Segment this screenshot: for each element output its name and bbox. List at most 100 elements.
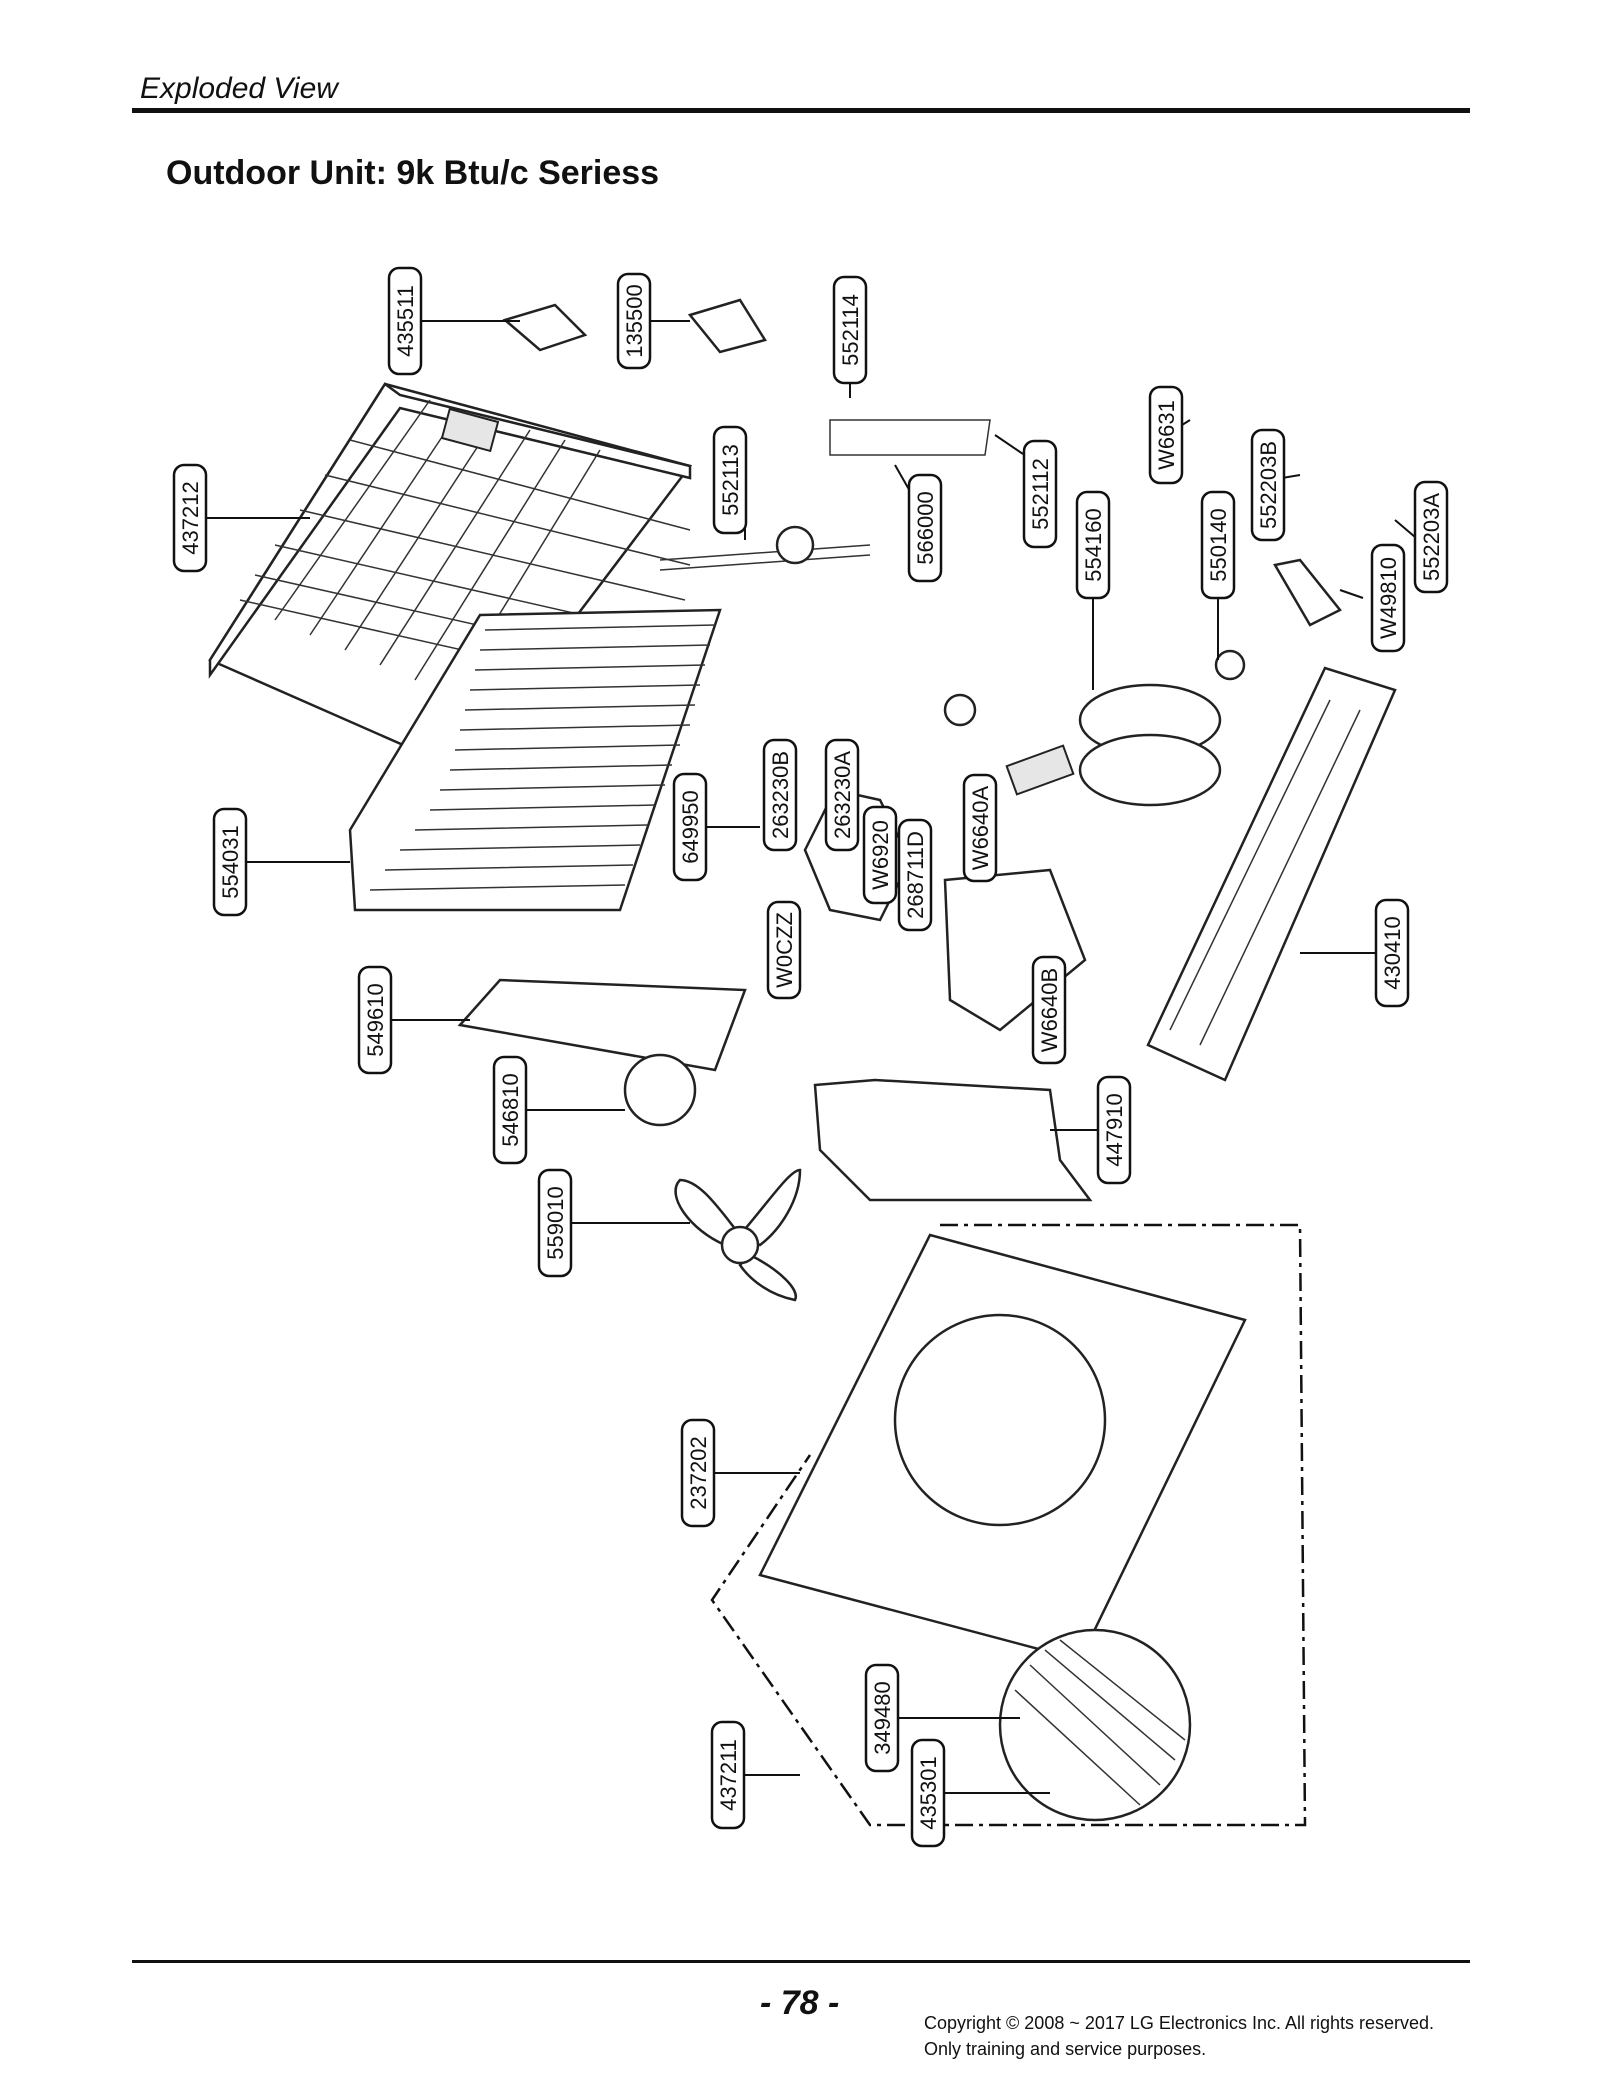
part-label-box	[172, 463, 208, 573]
cabinet-top-panel	[208, 382, 693, 772]
part-label-550140: 550140	[1200, 490, 1236, 600]
part-label-box	[910, 1738, 946, 1848]
parts-artwork	[208, 298, 1397, 1827]
part-label-box	[537, 1168, 573, 1278]
part-label-w49810: W49810	[1370, 543, 1406, 653]
part-label-437212: 437212	[172, 463, 208, 573]
part-label-447910: 447910	[1096, 1075, 1132, 1185]
part-code: 437211	[716, 1739, 741, 1811]
part-code: W6640B	[1037, 968, 1062, 1052]
part-label-box	[762, 738, 798, 852]
part-label-box	[1200, 490, 1236, 600]
copyright-line-1: Copyright © 2008 ~ 2017 LG Electronics I…	[924, 2013, 1435, 2033]
part-label-268711d: 268711D	[897, 818, 933, 932]
part-label-box	[1413, 480, 1449, 594]
part-label-box	[616, 272, 652, 370]
part-code: 268711D	[903, 831, 928, 919]
pipe-assembly	[659, 419, 991, 571]
part-code: 430410	[1380, 916, 1405, 989]
part-label-w0czz: W0CZZ	[766, 900, 802, 1000]
part-label-559010: 559010	[537, 1168, 573, 1278]
part-label-box	[962, 773, 998, 883]
part-label-box	[1075, 490, 1111, 600]
part-code: 263230B	[768, 751, 793, 839]
part-label-237202: 237202	[680, 1418, 716, 1528]
terminal-cover	[687, 298, 767, 354]
part-code: 552203B	[1256, 441, 1281, 529]
part-code: 437212	[178, 481, 203, 554]
part-code: 552113	[718, 444, 743, 516]
part-label-546810: 546810	[492, 1055, 528, 1165]
condenser-coil	[348, 608, 722, 912]
part-code: 435511	[393, 285, 418, 357]
part-code: 447910	[1102, 1093, 1127, 1166]
part-label-552113: 552113	[712, 425, 748, 535]
part-label-box	[212, 807, 248, 917]
valve-bracket	[1273, 558, 1342, 627]
part-label-box	[1096, 1075, 1132, 1185]
part-label-552203a: 552203A	[1413, 480, 1449, 594]
compressor	[943, 649, 1246, 807]
part-code: W49810	[1376, 557, 1401, 639]
part-label-box	[824, 738, 860, 852]
header-rule	[132, 108, 1470, 113]
part-code: 566000	[913, 491, 938, 564]
part-label-w6640b: W6640B	[1031, 955, 1067, 1065]
part-code: 554160	[1081, 508, 1106, 581]
part-label-box	[680, 1418, 716, 1528]
part-code: 263230A	[830, 751, 855, 839]
fan-motor	[623, 1053, 697, 1127]
part-label-435301: 435301	[910, 1738, 946, 1848]
part-label-554031: 554031	[212, 807, 248, 917]
part-label-349480: 349480	[864, 1663, 900, 1773]
part-label-box	[897, 818, 933, 932]
part-code: 435301	[916, 1756, 941, 1829]
part-label-w6631: W6631	[1148, 385, 1184, 485]
motor-mount	[457, 978, 747, 1072]
part-label-430410: 430410	[1374, 898, 1410, 1008]
part-label-263230a: 263230A	[824, 738, 860, 852]
part-label-w6920: W6920	[862, 805, 898, 905]
part-label-552112: 552112	[1022, 439, 1058, 549]
part-code: W0CZZ	[772, 912, 797, 988]
part-code: 349480	[870, 1681, 895, 1754]
footer-rule	[132, 1960, 1470, 1963]
page-title: Outdoor Unit: 9k Btu/c Seriess	[166, 154, 660, 192]
part-code: 559010	[543, 1186, 568, 1259]
copyright-line-2: Only training and service purposes.	[924, 2039, 1207, 2059]
part-code: 549610	[363, 983, 388, 1056]
part-code: 554031	[218, 825, 243, 898]
base-pan	[1146, 666, 1397, 1082]
page-number: - 78 -	[760, 1984, 840, 2022]
fan-grille	[998, 1628, 1192, 1822]
part-label-135500: 135500	[616, 272, 652, 370]
part-label-box	[766, 900, 802, 1000]
part-code: W6631	[1154, 400, 1179, 470]
part-label-263230b: 263230B	[762, 738, 798, 852]
part-code: 546810	[498, 1073, 523, 1146]
part-labels: 435511 135500 552114 552113 566000 552112 W663…	[172, 266, 1449, 1848]
part-code: 135500	[622, 284, 647, 357]
part-label-box	[1370, 543, 1406, 653]
part-label-box	[907, 473, 943, 583]
part-label-566000: 566000	[907, 473, 943, 583]
part-code: 649950	[678, 790, 703, 863]
part-label-box	[357, 965, 393, 1075]
section-title: Exploded View	[140, 72, 338, 105]
part-label-554160: 554160	[1075, 490, 1111, 600]
part-label-box	[1148, 385, 1184, 485]
part-code: W6920	[868, 820, 893, 890]
part-label-box	[1250, 428, 1286, 542]
part-code: 552112	[1028, 458, 1053, 530]
part-label-box	[712, 425, 748, 535]
front-panel	[758, 1233, 1247, 1662]
part-code: 552114	[838, 294, 863, 366]
part-label-552114: 552114	[832, 275, 868, 385]
part-label-549610: 549610	[357, 965, 393, 1075]
part-label-552203b: 552203B	[1250, 428, 1286, 542]
part-label-box	[1022, 439, 1058, 549]
part-label-649950: 649950	[672, 772, 708, 882]
top-bracket	[502, 303, 588, 352]
part-label-w6640a: W6640A	[962, 773, 998, 883]
